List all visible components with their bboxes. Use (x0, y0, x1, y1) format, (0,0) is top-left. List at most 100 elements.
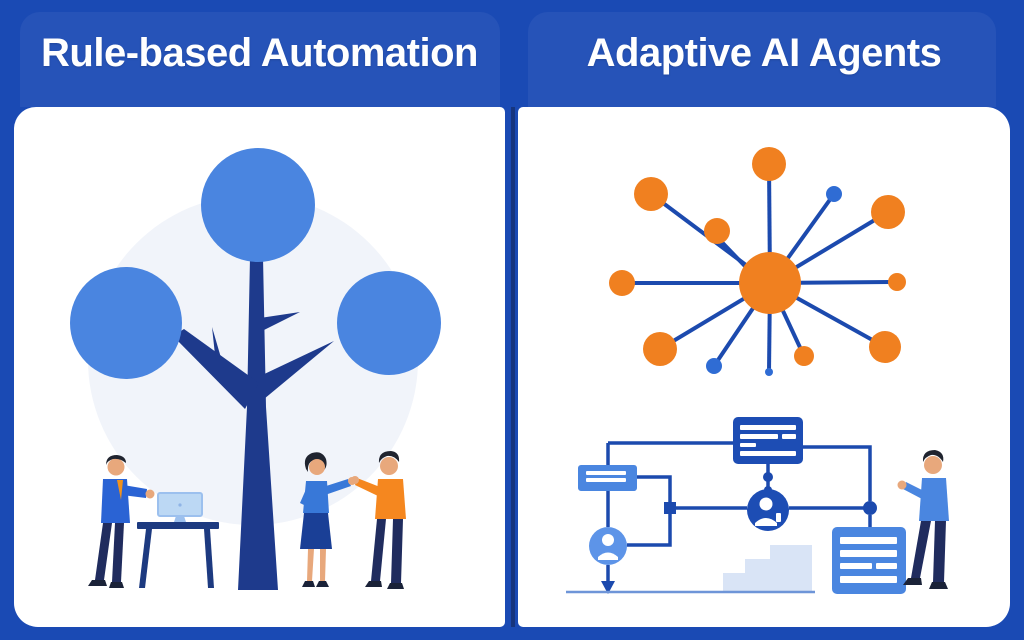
hair (922, 450, 944, 462)
arm-on-hip (300, 487, 312, 506)
shoe (88, 580, 107, 586)
arm (903, 482, 924, 499)
header-highlight-right (528, 12, 996, 107)
standing-man-orange-figure (351, 451, 406, 589)
desk (137, 522, 219, 588)
tree-trunk (238, 257, 278, 590)
monitor-dot (178, 503, 182, 507)
card-line (586, 478, 626, 482)
leg (320, 549, 326, 581)
user-avatar-icon (747, 489, 789, 531)
tie (117, 480, 123, 500)
avatar-body (598, 552, 618, 560)
tree-branch-right (258, 341, 334, 399)
flow-card-top (733, 417, 803, 464)
shoe (903, 578, 922, 585)
arm (355, 478, 380, 496)
head (107, 458, 125, 476)
card (733, 417, 803, 464)
hair (304, 452, 327, 472)
head (924, 456, 942, 474)
network-node (888, 273, 906, 291)
flow-connectors (606, 441, 872, 581)
panel-divider (511, 107, 515, 627)
card-line (782, 434, 796, 439)
network-node (794, 346, 814, 366)
adaptive-ai-illustration (566, 147, 949, 594)
heel-shoe (316, 581, 329, 587)
shoe (365, 581, 382, 587)
computer-monitor-icon (157, 492, 203, 522)
monitor-stand (174, 516, 186, 522)
card-line (840, 537, 897, 544)
left-panel-title: Rule-based Automation (41, 31, 478, 75)
junction-circle-node (863, 501, 877, 515)
network-hub-illustration (609, 147, 906, 376)
blouse (303, 481, 329, 513)
network-node (643, 332, 677, 366)
network-node (634, 177, 668, 211)
arm (122, 485, 147, 498)
flow-card-right (832, 527, 906, 594)
card-line (586, 471, 626, 475)
hand (897, 480, 907, 490)
tree-node-circle (70, 267, 182, 379)
standing-woman-figure (300, 452, 356, 587)
tree-twig-left (212, 327, 224, 368)
header-highlight-left (20, 12, 500, 107)
card-line (840, 576, 897, 583)
leg (112, 523, 124, 582)
leg (371, 519, 386, 581)
head (380, 457, 398, 475)
card-line (840, 563, 872, 569)
desk-top (137, 522, 219, 529)
leg (95, 523, 112, 580)
skirt (300, 513, 332, 549)
network-node (869, 331, 901, 363)
card-line (740, 434, 778, 439)
shoe (929, 582, 948, 589)
avatar-detail (776, 513, 781, 522)
stairs-shape (723, 545, 812, 592)
desk-leg (139, 529, 152, 588)
avatar-body (755, 518, 777, 526)
leg (391, 519, 403, 583)
hair (106, 455, 126, 465)
tree-branch-left (173, 329, 259, 409)
junction-square-node (664, 502, 676, 514)
flow-card-left (578, 465, 637, 491)
network-node (609, 270, 635, 296)
hand (145, 489, 155, 499)
handshake-pair (300, 451, 406, 589)
network-node-blue (706, 358, 722, 374)
left-panel (14, 107, 505, 627)
tree-node-circle (337, 271, 441, 375)
network-node (871, 195, 905, 229)
network-node-blue (765, 368, 773, 376)
head (309, 459, 325, 475)
workflow-illustration (566, 417, 906, 594)
standing-man-figure (88, 455, 155, 588)
avatar-head (759, 497, 773, 511)
network-node (752, 147, 786, 181)
card-line (740, 425, 796, 430)
tree-twig-right (260, 312, 300, 331)
card-line (740, 451, 796, 456)
shoe (109, 582, 124, 588)
right-panel (518, 107, 1010, 627)
arm (323, 479, 351, 495)
card-line (740, 443, 756, 447)
shirt (919, 478, 949, 521)
shoe (387, 583, 404, 589)
tree-icon (70, 148, 441, 590)
rule-based-illustration (70, 148, 441, 590)
network-node-blue (826, 186, 842, 202)
header-band: Rule-based Automation Adaptive AI Agents (0, 0, 1024, 107)
user-avatar-icon (589, 527, 627, 565)
desk-leg (204, 529, 214, 588)
leg (911, 521, 931, 578)
junction-circle-node (763, 472, 773, 482)
standing-person-figure (897, 450, 949, 589)
worker-at-desk-illustration (88, 455, 219, 588)
